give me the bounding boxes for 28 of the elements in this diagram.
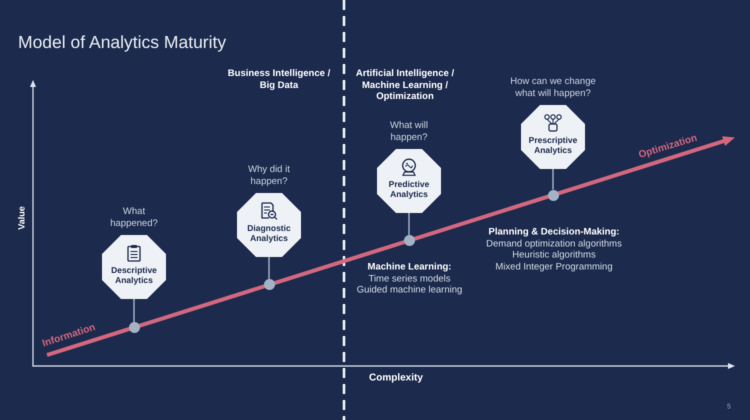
- marker-dot: [404, 235, 414, 246]
- question-text: Why did it happen?: [247, 164, 291, 187]
- marker-dot: [264, 279, 274, 290]
- node-label: Predictive Analytics: [388, 179, 430, 199]
- list-heading: Machine Learning:: [368, 261, 452, 273]
- list-item: Heuristic algorithms: [512, 249, 596, 261]
- leader-line: [133, 299, 135, 322]
- leader-line: [408, 213, 410, 236]
- node-label: Prescriptive Analytics: [528, 135, 578, 155]
- question-text: What will happen?: [388, 120, 429, 143]
- node-label: Descriptive Analytics: [110, 265, 158, 285]
- list-item: Time series models: [368, 272, 450, 284]
- node-label: Diagnostic Analytics: [246, 223, 292, 243]
- marker-dot: [548, 190, 558, 201]
- list-item: Guided machine learning: [356, 284, 462, 296]
- list-heading: Planning & Decision-Making:: [488, 226, 620, 238]
- leader-line: [268, 257, 270, 280]
- question-text: What happened?: [109, 206, 159, 229]
- leader-line: [552, 169, 554, 190]
- axis-label: Complexity: [369, 372, 423, 384]
- list-item: Demand optimization algorithms: [486, 238, 622, 250]
- title-text: Model of Analytics Maturity: [18, 32, 226, 52]
- section-heading: Business Intelligence / Big Data: [226, 68, 332, 91]
- question-text: How can we change what will happen?: [509, 76, 597, 99]
- list-item: Mixed Integer Programming: [495, 260, 613, 272]
- marker-dot: [128, 322, 140, 333]
- axis-label: Value: [16, 206, 28, 230]
- section-heading: Artificial Intelligence / Machine Learning / Optimization: [354, 68, 456, 102]
